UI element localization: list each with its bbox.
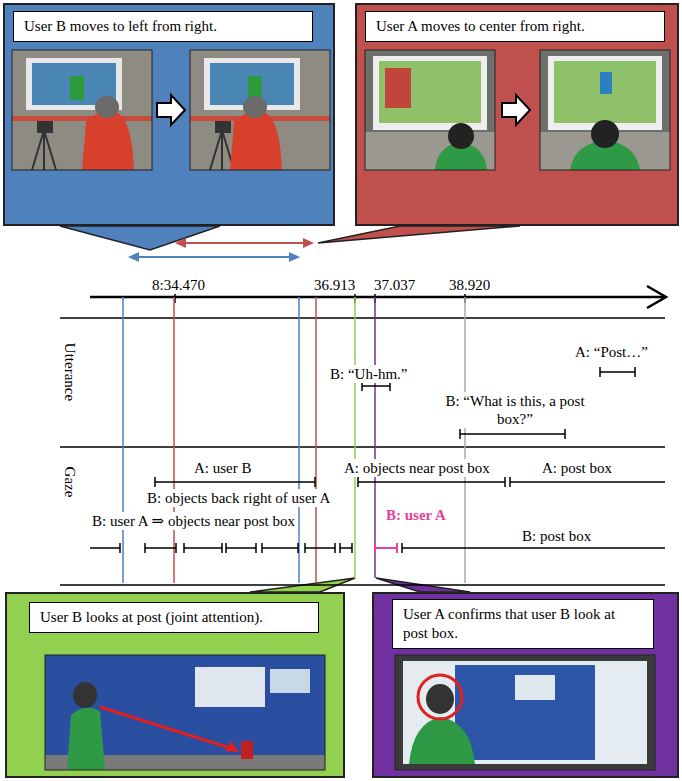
timeline-label: B: user A: [384, 506, 448, 524]
photo-confirm: [395, 655, 655, 770]
photo-confirm: [409, 717, 475, 764]
callout-text: User A confirms that user B look at post…: [392, 599, 654, 649]
row-separator: [60, 584, 665, 586]
callout-text: User A moves to center from right.: [365, 11, 665, 42]
interval-bar: [155, 477, 315, 487]
callout-text: User B looks at post (joint attention).: [29, 602, 319, 633]
movement-arrow: [135, 256, 293, 258]
photo-b-before: [12, 50, 152, 170]
time-marker: [123, 297, 465, 583]
photo-b-after: [190, 50, 330, 170]
photo-confirm: [395, 655, 655, 770]
interval-bar: [90, 543, 120, 553]
timeline-label: 36.913: [312, 276, 357, 294]
timeline-label: 37.037: [372, 276, 417, 294]
movement-arrow: [128, 252, 139, 262]
interval-bar: [90, 367, 665, 553]
time-marker: [173, 297, 175, 583]
photo-b-before: [12, 50, 152, 170]
interval-bar: [226, 543, 256, 553]
photo-confirm: [426, 684, 454, 714]
interval-bar: [358, 477, 505, 487]
block-arrow: [502, 95, 530, 125]
interval-bar: [600, 367, 635, 377]
callout-pointer: [60, 226, 220, 250]
pink-interval: [375, 543, 397, 553]
row-separator: [60, 318, 665, 585]
timeline-label: A: user B: [192, 459, 254, 477]
photo-joint-attention: [45, 655, 325, 770]
row-heading: Gaze: [61, 465, 79, 500]
time-marker: [354, 297, 356, 578]
timeline-label: B: post box: [520, 527, 593, 545]
timeline-label: B: objects back right of user A: [145, 489, 332, 507]
photo-confirm: [395, 655, 655, 770]
photo-b-before: [12, 50, 152, 170]
time-marker: [464, 297, 466, 583]
photo-b-before: [82, 111, 134, 170]
interval-bar: [460, 429, 565, 439]
photo-a-before: [365, 50, 495, 170]
time-marker: [298, 297, 300, 583]
photo-b-after: [190, 50, 330, 170]
photo-a-before: [448, 123, 474, 149]
photo-b-after: [190, 50, 330, 170]
callout-text: User B moves to left from right.: [13, 11, 313, 42]
photo-confirm: [418, 675, 462, 719]
row-heading: Utterance: [61, 341, 79, 403]
photo-b-before: [95, 96, 119, 118]
photo-b-after: [230, 111, 282, 170]
time-marker: [315, 297, 317, 583]
photo-confirm: [515, 675, 555, 700]
photo-a-after: [540, 50, 670, 170]
photo-a-after: [600, 72, 612, 94]
timeline-label: B: “Uh-hm.”: [328, 365, 409, 383]
photo-a-after: [540, 50, 670, 170]
interval-bar: [145, 543, 176, 553]
photo-a-after: [591, 120, 619, 148]
row-separator: [60, 446, 665, 448]
timeline-label: 38.920: [447, 276, 492, 294]
movement-arrow: [303, 238, 314, 248]
photo-a-before: [385, 68, 411, 108]
photo-joint-attention: [45, 655, 325, 770]
photo-joint-attention: [67, 708, 105, 770]
interval-bar: [340, 543, 352, 553]
time-marker: [374, 297, 376, 578]
photo-joint-attention: [225, 741, 239, 752]
interval-bar: [262, 543, 298, 553]
photo-joint-attention: [270, 669, 310, 693]
photo-confirm: [403, 661, 647, 764]
photo-joint-attention: [195, 667, 265, 707]
time-axis: [647, 286, 666, 308]
photo-b-after: [243, 96, 267, 118]
timeline-label: A: objects near post box: [342, 459, 492, 477]
row-separator: [60, 317, 665, 319]
photo-joint-attention: [241, 741, 253, 759]
timeline-label: A: post box: [540, 459, 614, 477]
block-arrow: [157, 95, 185, 125]
timeline-label: B: “What is this, a post box?”: [443, 392, 587, 428]
photo-joint-attention: [73, 682, 97, 708]
photo-a-before: [365, 50, 495, 170]
photo-joint-attention: [100, 707, 233, 749]
photo-joint-attention: [45, 655, 325, 770]
photo-a-before: [365, 50, 495, 170]
movement-arrow: [289, 252, 300, 262]
interval-bar: [184, 543, 222, 553]
movement-arrow: [128, 238, 314, 262]
timeline-label: 8:34.470: [150, 276, 207, 294]
timeline-label: B: user A ⇒ objects near post box: [90, 512, 297, 530]
photo-a-after: [540, 50, 670, 170]
interval-bar: [305, 543, 335, 553]
callout-pointer: [318, 226, 520, 243]
photo-confirm: [455, 665, 595, 760]
time-marker: [122, 297, 124, 583]
movement-arrow: [182, 242, 307, 244]
time-axis: [90, 296, 664, 299]
timeline-label: A: “Post…”: [573, 343, 650, 361]
interval-bar: [510, 477, 665, 487]
movement-arrow: [175, 238, 186, 248]
